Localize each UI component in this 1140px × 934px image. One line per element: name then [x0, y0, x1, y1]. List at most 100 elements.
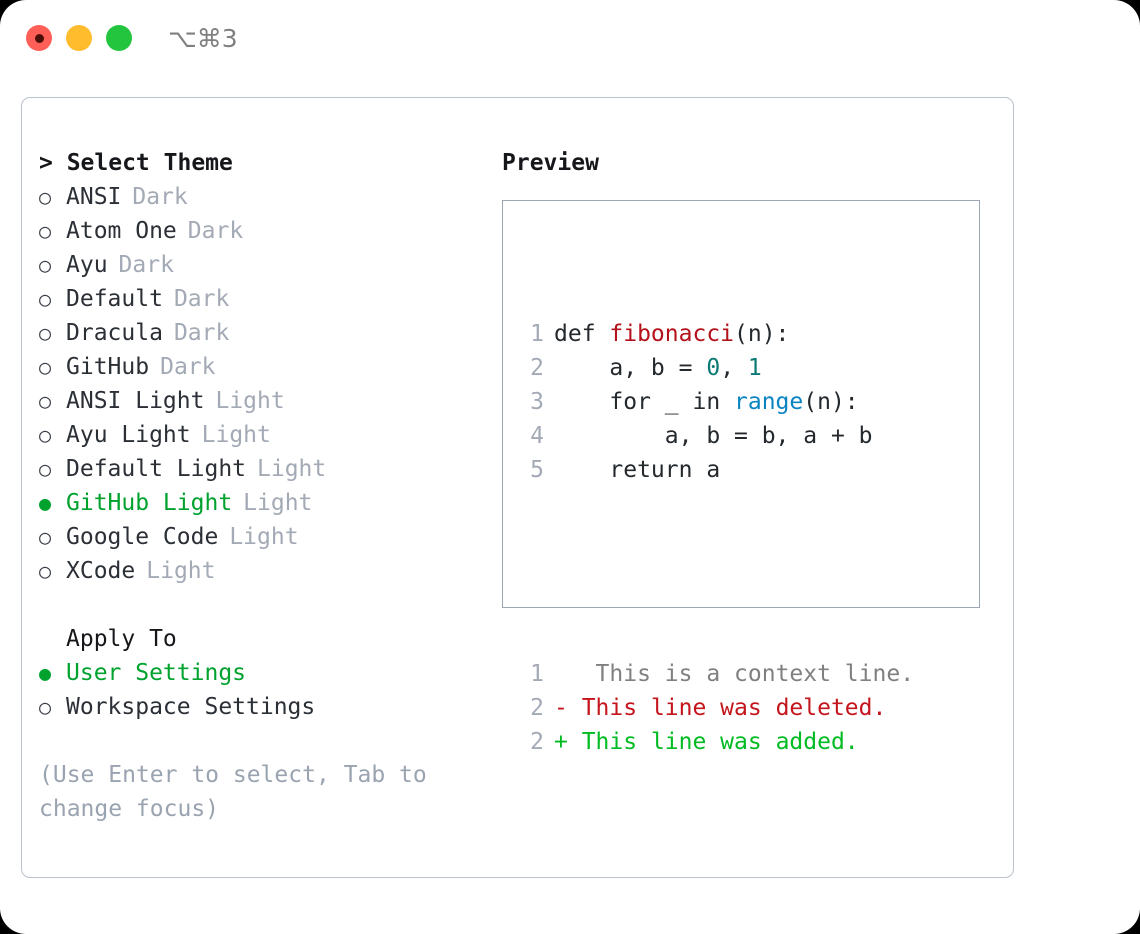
code-token: (n):	[734, 321, 790, 347]
diff-line: 2 + This line was added.	[522, 725, 914, 759]
diff-text: This is a context line.	[567, 661, 915, 687]
radio-unselected-icon[interactable]: ○	[39, 457, 52, 481]
code-token: fibonacci	[609, 321, 735, 347]
radio-selected-icon[interactable]: ●	[39, 661, 52, 685]
theme-variant: Dark	[173, 320, 230, 346]
code-token: return a	[554, 457, 721, 483]
code-blank-line	[522, 555, 914, 589]
theme-list-item[interactable]: ○ Dracula Dark	[39, 316, 489, 350]
close-window-button[interactable]	[26, 25, 52, 51]
diff-marker: +	[554, 729, 568, 755]
code-line: 2 a, b = 0, 1	[522, 351, 914, 385]
theme-name: Atom One	[66, 218, 177, 244]
radio-unselected-icon[interactable]: ○	[39, 253, 52, 277]
theme-variant: Light	[229, 524, 299, 550]
minimize-window-button[interactable]	[66, 25, 92, 51]
line-number: 1	[530, 661, 544, 687]
zoom-window-button[interactable]	[106, 25, 132, 51]
code-token: (n):	[803, 389, 859, 415]
diff-line: 2- This line was deleted.	[522, 691, 914, 725]
radio-unselected-icon[interactable]: ○	[39, 695, 52, 719]
theme-name: XCode	[66, 558, 136, 584]
theme-variant: Light	[257, 456, 327, 482]
code-line-text: a, b = b, a + b	[554, 419, 873, 453]
theme-variant: Light	[215, 388, 285, 414]
theme-name: ANSI	[66, 184, 122, 210]
apply-to-label: User Settings	[66, 660, 247, 686]
code-line-text: a, b = 0, 1	[554, 351, 762, 385]
apply-to-option[interactable]: ● User Settings	[39, 656, 489, 690]
line-number: 1	[530, 321, 544, 347]
code-line: 1 def fibonacci(n):	[522, 317, 914, 351]
radio-selected-icon[interactable]: ●	[39, 491, 52, 515]
diff-line: 1 This is a context line.	[522, 657, 914, 691]
code-token: def	[554, 321, 610, 347]
radio-unselected-icon[interactable]: ○	[39, 525, 52, 549]
code-token: a, b = b, a + b	[554, 423, 873, 449]
diff-text: This line was deleted.	[567, 695, 887, 721]
code-token: 0	[706, 355, 721, 381]
radio-unselected-icon[interactable]: ○	[39, 559, 52, 583]
code-token: a, b =	[554, 355, 707, 381]
code-token: ,	[720, 355, 748, 381]
theme-variant: Dark	[160, 354, 216, 380]
code-token: 1	[747, 355, 762, 381]
theme-variant: Dark	[173, 286, 230, 312]
theme-name: Default	[66, 286, 163, 312]
theme-list-item[interactable]: ○ Default Dark	[39, 282, 489, 316]
theme-list-item[interactable]: ○ Ayu Dark	[39, 248, 489, 282]
code-line: 3 for _ in range(n):	[522, 385, 914, 419]
apply-to-option[interactable]: ○ Workspace Settings	[39, 690, 489, 724]
apply-to-title: Apply To	[66, 626, 177, 652]
list-spacer	[39, 588, 489, 622]
code-line: 4 a, b = b, a + b	[522, 419, 914, 453]
radio-unselected-icon[interactable]: ○	[39, 185, 52, 209]
line-number: 5	[530, 457, 544, 483]
code-line-text: return a	[554, 453, 720, 487]
theme-variant: Dark	[118, 252, 174, 278]
select-theme-header: > Select Theme	[39, 150, 233, 176]
theme-name: Dracula	[66, 320, 163, 346]
theme-name: Google Code	[66, 524, 219, 550]
theme-list-item[interactable]: ○ GitHub Dark	[39, 350, 489, 384]
code-token: for _ in	[554, 389, 735, 415]
title-bar: ⌥⌘3	[0, 0, 1140, 78]
preview-header: Preview	[502, 150, 599, 176]
radio-unselected-icon[interactable]: ○	[39, 287, 52, 311]
diff-marker	[554, 657, 568, 691]
apply-to-label: Workspace Settings	[66, 694, 316, 720]
theme-name: Ayu	[66, 252, 108, 278]
code-line-text: def fibonacci(n):	[554, 317, 789, 351]
radio-unselected-icon[interactable]: ○	[39, 321, 52, 345]
theme-variant: Light	[201, 422, 271, 448]
theme-list-item[interactable]: ○ ANSI Light Light	[39, 384, 489, 418]
diff-marker: -	[554, 695, 568, 721]
radio-unselected-icon[interactable]: ○	[39, 389, 52, 413]
theme-list-item[interactable]: ○ Google Code Light	[39, 520, 489, 554]
line-number: 2	[530, 695, 544, 721]
theme-name: ANSI Light	[66, 388, 205, 414]
radio-unselected-icon[interactable]: ○	[39, 219, 52, 243]
theme-name: GitHub	[66, 354, 150, 380]
theme-variant: Dark	[187, 218, 244, 244]
theme-list-item[interactable]: ○ Atom One Dark	[39, 214, 489, 248]
keyboard-shortcut-label: ⌥⌘3	[168, 24, 238, 53]
radio-unselected-icon[interactable]: ○	[39, 355, 52, 379]
keyboard-hint: (Use Enter to select, Tab to change focu…	[39, 762, 441, 822]
diff-text: This line was added.	[567, 729, 859, 755]
line-number: 2	[530, 729, 544, 755]
line-number: 4	[530, 423, 544, 449]
theme-name: GitHub Light	[66, 490, 233, 516]
radio-unselected-icon[interactable]: ○	[39, 423, 52, 447]
